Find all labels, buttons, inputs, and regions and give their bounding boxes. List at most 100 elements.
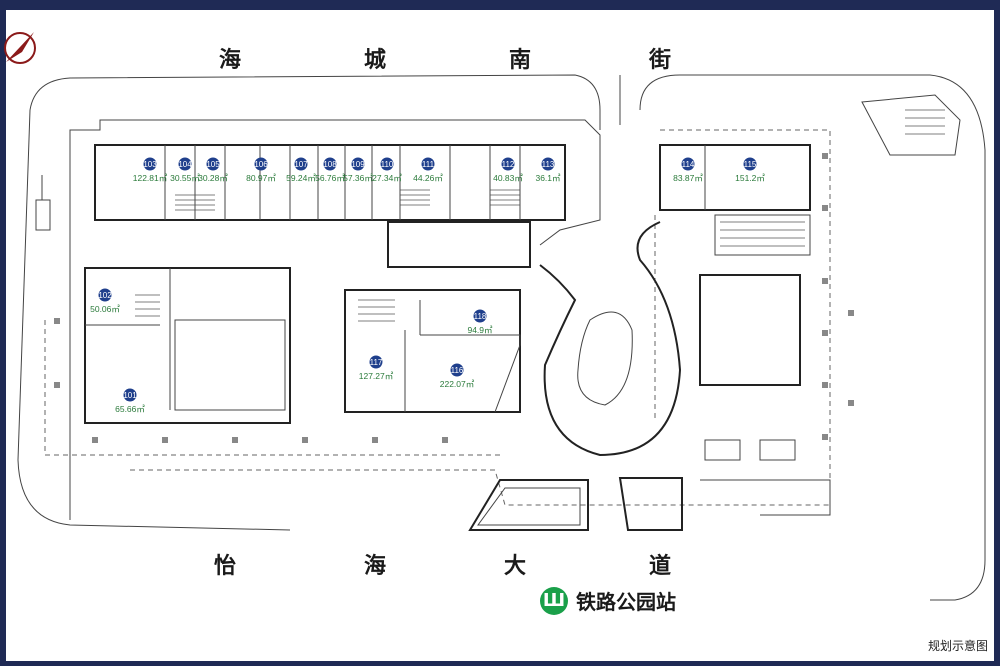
- frame-top-border: [0, 0, 1000, 10]
- central-entrance-block: [387, 221, 531, 268]
- driveway-loop: [539, 221, 682, 457]
- unit-area: 40.83㎡: [493, 173, 523, 183]
- frame-left-border: [0, 0, 6, 666]
- unit-number: 108: [323, 160, 337, 169]
- south-planter-left: [468, 479, 589, 531]
- unit-area: 122.81㎡: [133, 173, 168, 183]
- unit-number: 110: [381, 160, 394, 169]
- unit-number: 102: [98, 291, 112, 300]
- metro-station-label: Ш 铁路公园站: [540, 586, 676, 615]
- unit-badge: [743, 157, 757, 171]
- unit-area: 222.07㎡: [440, 379, 475, 389]
- unit-number: 112: [502, 160, 515, 169]
- unit-number: 115: [744, 160, 757, 169]
- structural-columns: [54, 153, 854, 443]
- unit-107: 107 59.24㎡: [286, 157, 316, 183]
- compass-icon: [4, 32, 36, 64]
- unit-badge: [123, 388, 137, 402]
- unit-badge: [541, 157, 555, 171]
- unit-number: 118: [474, 312, 487, 321]
- unit-number: 114: [682, 160, 695, 169]
- nw-stair: [35, 199, 51, 231]
- street-north-char-3: 南: [508, 48, 531, 73]
- unit-118: 118 94.9㎡: [467, 309, 493, 335]
- unit-116: 116 222.07㎡: [440, 363, 475, 389]
- unit-badge: [473, 309, 487, 323]
- unit-area: 127.27㎡: [359, 371, 394, 381]
- street-south-char-1: 怡: [213, 554, 236, 579]
- unit-badge: [143, 157, 157, 171]
- unit-102: 102 50.06㎡: [90, 288, 120, 314]
- unit-area: 27.34㎡: [372, 173, 402, 183]
- street-south-char-2: 海: [363, 554, 386, 579]
- plan-note: 规划示意图: [927, 639, 988, 653]
- unit-114: 114 83.87㎡: [673, 157, 703, 183]
- unit-badge: [351, 157, 365, 171]
- unit-badge: [323, 157, 337, 171]
- unit-badge: [98, 288, 112, 302]
- unit-110: 110 27.34㎡: [372, 157, 402, 183]
- street-north-char-1: 海: [218, 48, 241, 73]
- unit-area: 30.55㎡: [170, 173, 200, 183]
- unit-number: 107: [294, 160, 308, 169]
- unit-111: 111 44.26㎡: [413, 157, 443, 183]
- south-planter-right: [618, 477, 683, 531]
- street-south-char-3: 大: [503, 554, 526, 579]
- ne-corner-structure: [861, 94, 961, 156]
- unit-number: 105: [206, 160, 220, 169]
- site-boundary: [17, 74, 986, 601]
- unit-number: 104: [178, 160, 192, 169]
- unit-area: 59.24㎡: [286, 173, 316, 183]
- unit-badge: [178, 157, 192, 171]
- unit-115: 115 151.2㎡: [735, 157, 765, 183]
- unit-area: 83.87㎡: [673, 173, 703, 183]
- unit-number: 116: [451, 366, 464, 375]
- unit-112: 112 40.83㎡: [493, 157, 523, 183]
- unit-area: 65.66㎡: [115, 404, 145, 414]
- unit-badge: [369, 355, 383, 369]
- frame-right-border: [994, 0, 1000, 666]
- metro-logo-icon: Ш: [540, 586, 568, 615]
- north-retail-block: [94, 144, 566, 221]
- unit-number: 111: [422, 160, 435, 169]
- unit-117: 117 127.27㎡: [359, 355, 394, 381]
- unit-105: 105 30.28㎡: [198, 157, 228, 183]
- unit-area: 151.2㎡: [735, 173, 765, 183]
- unit-area: 50.06㎡: [90, 304, 120, 314]
- unit-badge: [450, 363, 464, 377]
- unit-badge: [254, 157, 268, 171]
- unit-badge: [421, 157, 435, 171]
- unit-number: 117: [370, 358, 383, 367]
- unit-101: 101 65.66㎡: [115, 388, 145, 414]
- unit-badge: [294, 157, 308, 171]
- unit-number: 101: [123, 391, 137, 400]
- east-core-block: [699, 274, 801, 386]
- unit-badge: [380, 157, 394, 171]
- unit-area: 44.26㎡: [413, 173, 443, 183]
- street-north-char-2: 城: [363, 48, 386, 73]
- unit-area: 94.9㎡: [467, 325, 493, 335]
- unit-badge: [681, 157, 695, 171]
- unit-badge: [206, 157, 220, 171]
- east-retail-block: [659, 144, 811, 211]
- station-name: 铁路公园站: [576, 590, 676, 614]
- street-north-char-4: 街: [648, 48, 671, 73]
- unit-number: 106: [254, 160, 268, 169]
- unit-area: 30.28㎡: [198, 173, 228, 183]
- unit-number: 113: [542, 160, 555, 169]
- unit-area: 36.1㎡: [535, 173, 561, 183]
- street-south-char-4: 道: [648, 554, 671, 579]
- middle-retail-block: [344, 289, 521, 413]
- frame-bottom-border: [0, 661, 1000, 666]
- unit-number: 103: [143, 160, 157, 169]
- unit-104: 104 30.55㎡: [170, 157, 200, 183]
- west-retail-block: [84, 267, 291, 424]
- unit-area: 57.36㎡: [343, 173, 373, 183]
- unit-badge: [501, 157, 515, 171]
- unit-103: 103 122.81㎡: [133, 157, 168, 183]
